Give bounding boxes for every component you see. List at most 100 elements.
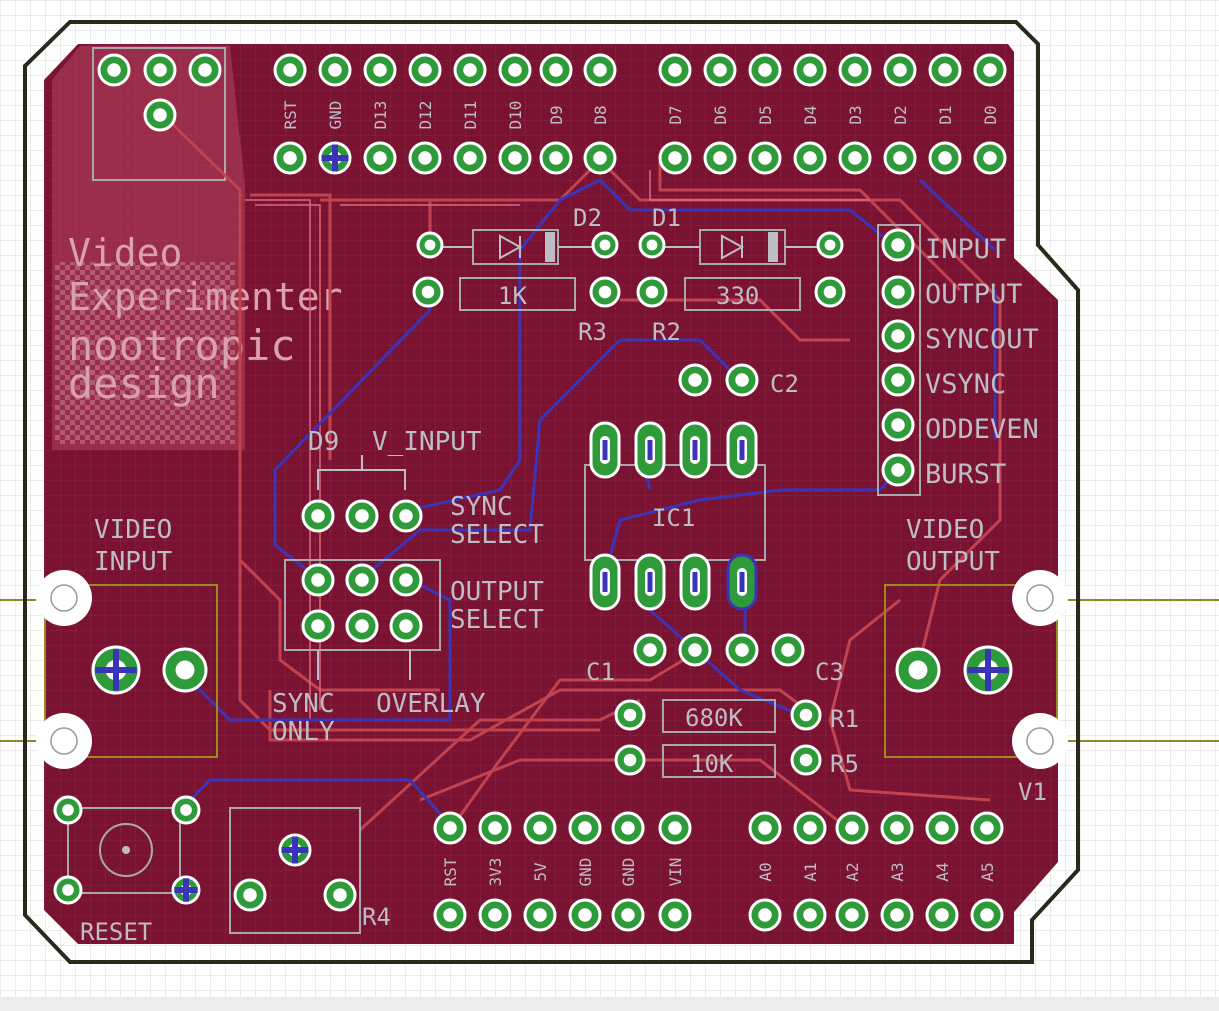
resistor-r5-pad-1[interactable] bbox=[614, 744, 646, 776]
resistor-r1-pad-1[interactable] bbox=[614, 699, 646, 731]
capacitor-c1-c3-pad[interactable] bbox=[633, 633, 667, 667]
header-top-right-inner-pad[interactable] bbox=[658, 141, 692, 175]
header-top-left-inner-pad[interactable] bbox=[273, 141, 307, 175]
header-top-left-outer-pad[interactable] bbox=[363, 53, 397, 87]
header-bottom-right-lower-pad[interactable] bbox=[970, 898, 1004, 932]
jumper-sync-select-pad[interactable] bbox=[345, 499, 379, 533]
header-top-left-outer-pad[interactable] bbox=[408, 53, 442, 87]
header-top-right-outer-pad[interactable] bbox=[658, 53, 692, 87]
icsp-pad-4[interactable] bbox=[143, 98, 177, 132]
capacitor-c1-c3-pad[interactable] bbox=[725, 633, 759, 667]
header-top-right-outer-pad[interactable] bbox=[883, 53, 917, 87]
header-top-right-outer-pad[interactable] bbox=[793, 53, 827, 87]
header-top-right-inner-pad[interactable] bbox=[748, 141, 782, 175]
header-bottom-right-lower-pad[interactable] bbox=[925, 898, 959, 932]
capacitor-c2-pad-2[interactable] bbox=[725, 363, 759, 397]
diode-d2-pad-a[interactable] bbox=[416, 231, 444, 259]
capacitor-c1-c3-pad[interactable] bbox=[771, 633, 805, 667]
pot-r4-pad-2[interactable] bbox=[323, 878, 357, 912]
side-header-pad[interactable] bbox=[881, 228, 915, 262]
icsp-pad-2[interactable] bbox=[143, 53, 177, 87]
header-top-right-outer-pad[interactable] bbox=[928, 53, 962, 87]
header-bottom-left-upper-pad[interactable] bbox=[433, 811, 467, 845]
header-top-left-outer-pad[interactable] bbox=[498, 53, 532, 87]
header-bottom-left-lower-pad[interactable] bbox=[611, 898, 645, 932]
diode-d1-pad-a[interactable] bbox=[638, 231, 666, 259]
side-header-pad[interactable] bbox=[881, 363, 915, 397]
header-bottom-right-upper-pad[interactable] bbox=[835, 811, 869, 845]
header-bottom-left-upper-pad[interactable] bbox=[523, 811, 557, 845]
header-top-left-inner-pad[interactable] bbox=[539, 141, 573, 175]
header-top-left-inner-pad[interactable] bbox=[408, 141, 442, 175]
header-top-left-inner-pad[interactable] bbox=[583, 141, 617, 175]
header-top-right-outer-pad[interactable] bbox=[748, 53, 782, 87]
reset-pad-1[interactable] bbox=[53, 795, 83, 825]
header-top-right-inner-pad[interactable] bbox=[928, 141, 962, 175]
jumper-output-select-pad-top[interactable] bbox=[301, 563, 335, 597]
header-bottom-left-lower-pad[interactable] bbox=[478, 898, 512, 932]
jumper-output-select-pad-bottom[interactable] bbox=[301, 609, 335, 643]
jumper-output-select-pad-bottom[interactable] bbox=[345, 609, 379, 643]
header-top-right-inner-pad[interactable] bbox=[838, 141, 872, 175]
resistor-r5-pad-2[interactable] bbox=[790, 744, 822, 776]
ic1-pin-top[interactable] bbox=[634, 421, 666, 479]
ic1-pin-bottom[interactable] bbox=[679, 553, 711, 611]
header-bottom-right-lower-pad[interactable] bbox=[880, 898, 914, 932]
ic1-pin-top[interactable] bbox=[589, 421, 621, 479]
header-top-right-inner-pad[interactable] bbox=[883, 141, 917, 175]
header-top-right-outer-pad[interactable] bbox=[838, 53, 872, 87]
header-top-left-inner-pad[interactable] bbox=[498, 141, 532, 175]
header-bottom-right-upper-pad[interactable] bbox=[748, 811, 782, 845]
header-bottom-left-upper-pad[interactable] bbox=[478, 811, 512, 845]
pot-r4-pad-1[interactable] bbox=[233, 878, 267, 912]
side-header-pad[interactable] bbox=[881, 275, 915, 309]
resistor-r3-pad-1[interactable] bbox=[412, 276, 444, 308]
header-top-left-inner-pad[interactable] bbox=[453, 141, 487, 175]
video-output-jack-center[interactable] bbox=[963, 645, 1013, 695]
header-top-right-inner-pad[interactable] bbox=[973, 141, 1007, 175]
capacitor-c2-pad-1[interactable] bbox=[678, 363, 712, 397]
resistor-r2-pad-2[interactable] bbox=[814, 276, 846, 308]
icsp-pad-1[interactable] bbox=[97, 53, 131, 87]
pot-r4-wiper[interactable] bbox=[278, 833, 312, 867]
header-top-left-outer-pad[interactable] bbox=[453, 53, 487, 87]
header-bottom-left-lower-pad[interactable] bbox=[523, 898, 557, 932]
resistor-r2-pad-1[interactable] bbox=[636, 276, 668, 308]
header-bottom-left-lower-pad[interactable] bbox=[433, 898, 467, 932]
ic1-pin-bottom[interactable] bbox=[589, 553, 621, 611]
header-top-left-inner-pad[interactable] bbox=[363, 141, 397, 175]
jumper-output-select-pad-top[interactable] bbox=[389, 563, 423, 597]
resistor-r1-pad-2[interactable] bbox=[790, 699, 822, 731]
ic1-pin-bottom[interactable] bbox=[634, 553, 666, 611]
side-header-pad[interactable] bbox=[881, 319, 915, 353]
jumper-output-select-pad-top[interactable] bbox=[345, 563, 379, 597]
header-top-right-inner-pad[interactable] bbox=[703, 141, 737, 175]
side-header-pad[interactable] bbox=[881, 408, 915, 442]
resistor-r3-pad-2[interactable] bbox=[589, 276, 621, 308]
header-top-left-outer-pad[interactable] bbox=[539, 53, 573, 87]
header-top-left-outer-pad[interactable] bbox=[583, 53, 617, 87]
header-bottom-left-upper-pad[interactable] bbox=[658, 811, 692, 845]
ic1-pin-top[interactable] bbox=[679, 421, 711, 479]
reset-pad-4[interactable] bbox=[171, 875, 201, 905]
header-bottom-right-upper-pad[interactable] bbox=[925, 811, 959, 845]
header-top-left-outer-pad[interactable] bbox=[318, 53, 352, 87]
header-bottom-right-lower-pad[interactable] bbox=[793, 898, 827, 932]
header-bottom-left-upper-pad[interactable] bbox=[568, 811, 602, 845]
ic1-pin-top[interactable] bbox=[726, 421, 758, 479]
video-output-jack-signal[interactable] bbox=[895, 647, 941, 693]
ic1-pin-bottom[interactable] bbox=[726, 553, 758, 611]
header-top-right-outer-pad[interactable] bbox=[703, 53, 737, 87]
header-top-right-inner-pad[interactable] bbox=[793, 141, 827, 175]
reset-pad-3[interactable] bbox=[53, 875, 83, 905]
icsp-pad-3[interactable] bbox=[188, 53, 222, 87]
header-bottom-left-lower-pad[interactable] bbox=[658, 898, 692, 932]
header-bottom-right-upper-pad[interactable] bbox=[793, 811, 827, 845]
diode-d1-pad-k[interactable] bbox=[816, 231, 844, 259]
header-bottom-left-lower-pad[interactable] bbox=[568, 898, 602, 932]
jumper-sync-select-pad[interactable] bbox=[301, 499, 335, 533]
jumper-output-select-pad-bottom[interactable] bbox=[389, 609, 423, 643]
header-bottom-right-lower-pad[interactable] bbox=[748, 898, 782, 932]
reset-pad-2[interactable] bbox=[171, 795, 201, 825]
